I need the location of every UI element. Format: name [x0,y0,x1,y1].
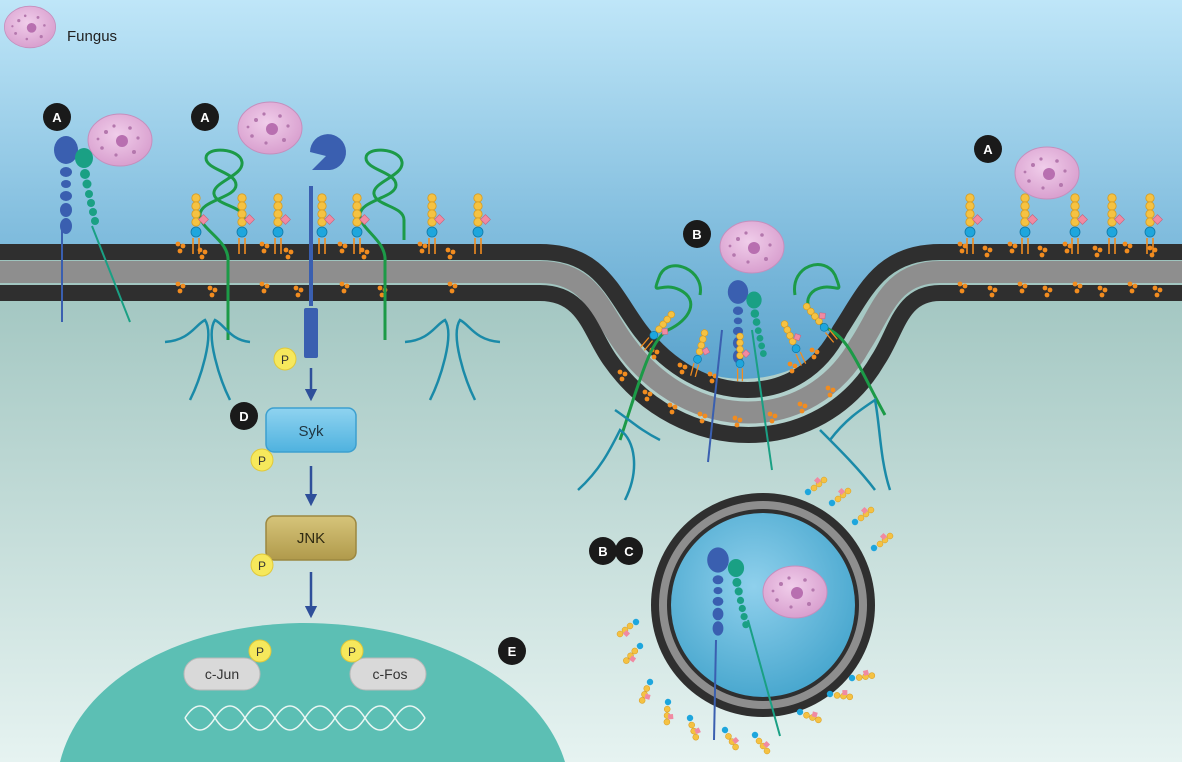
marker-a-middle: A [191,103,219,131]
cjun-node: c-Jun [183,657,261,691]
cjun-label: c-Jun [205,666,239,682]
dectin-receptor-icon [310,134,346,170]
fungus-icon [762,565,828,619]
fungus-icon [3,5,56,49]
plasma-membrane [0,244,1182,443]
dna-icon [184,705,426,731]
extracellular-space [0,0,1182,379]
cfos-label: c-Fos [373,666,408,682]
phosphate-icon: P [248,639,272,663]
svg-text:P: P [348,645,356,659]
marker-a-left: A [43,103,71,131]
legend: Fungus [3,5,117,49]
phosphate-icon: P [250,448,274,472]
phagosome [616,476,894,755]
signaling-pathway: P Syk P JNK P [250,347,357,619]
jnk-label: JNK [297,530,325,547]
phosphate-icon: P [340,639,364,663]
marker-c-phagosome: C [615,537,643,565]
svg-text:A: A [983,142,993,157]
marker-d-syk: D [230,402,258,430]
marker-a-right: A [974,135,1002,163]
fungus-icon [1014,146,1080,200]
marker-e-nucleus: E [498,637,526,665]
svg-text:P: P [256,645,264,659]
cfos-node: c-Fos [349,657,427,691]
legend-fungus-label: Fungus [67,28,117,45]
svg-text:P: P [258,454,266,468]
svg-text:E: E [508,644,517,659]
fungus-icon [87,113,153,167]
fungus-icon [719,220,785,274]
jnk-node: JNK [265,515,357,561]
fungus-icon [237,101,303,155]
nucleus: c-Jun P c-Fos P [60,622,565,762]
svg-text:B: B [598,544,607,559]
svg-text:P: P [258,559,266,573]
phagocytic-cup [577,220,892,501]
svg-text:C: C [624,544,634,559]
syk-label: Syk [298,423,324,440]
svg-text:B: B [692,227,701,242]
receptor-group-left [54,113,153,323]
marker-b-phagosome: B [589,537,617,565]
marker-b-cup: B [683,220,711,248]
svg-text:A: A [52,110,62,125]
phosphate-icon: P [250,553,274,577]
svg-text:A: A [200,110,210,125]
svg-text:D: D [239,409,248,424]
phosphate-icon: P [273,347,297,371]
receptor-group-middle [164,101,501,401]
syk-node: Syk [265,407,357,453]
svg-text:P: P [281,353,289,367]
